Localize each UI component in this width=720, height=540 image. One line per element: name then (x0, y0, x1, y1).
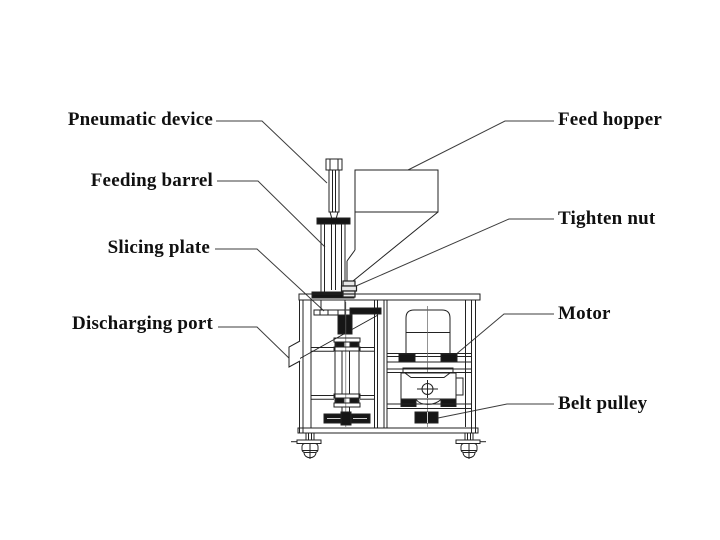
pneumatic-device-drawing (316, 158, 351, 225)
motor-drawing (387, 306, 471, 427)
label-tighten-nut: Tighten nut (558, 208, 656, 229)
slicing-assembly-drawing (311, 299, 382, 427)
cabinet-frame-drawing (297, 293, 481, 434)
leader-motor (453, 313, 554, 357)
leader-feed-hopper (407, 120, 554, 171)
leader-tighten-nut (355, 218, 554, 287)
caster-left-drawing (291, 432, 322, 459)
label-slicing-plate: Slicing plate (107, 237, 210, 258)
label-motor: Motor (558, 303, 611, 324)
label-belt-pulley: Belt pulley (558, 393, 648, 414)
leader-lines (215, 120, 554, 419)
leader-belt-pulley (437, 403, 554, 419)
gearbox-drawing (387, 367, 471, 400)
label-discharging-port: Discharging port (72, 313, 213, 334)
leader-slicing-plate (215, 248, 325, 312)
leader-pneumatic-device (216, 120, 328, 184)
leader-feeding-barrel (217, 180, 326, 248)
feed-hopper-drawing (346, 169, 439, 282)
tighten-nut-drawing (340, 280, 358, 298)
label-feed-hopper: Feed hopper (558, 109, 663, 130)
label-pneumatic-device: Pneumatic device (67, 109, 213, 130)
caster-right-drawing (455, 432, 486, 459)
label-feeding-barrel: Feeding barrel (90, 170, 213, 191)
leader-discharging-port (218, 326, 294, 363)
belt-pulley-drawing (387, 399, 471, 424)
